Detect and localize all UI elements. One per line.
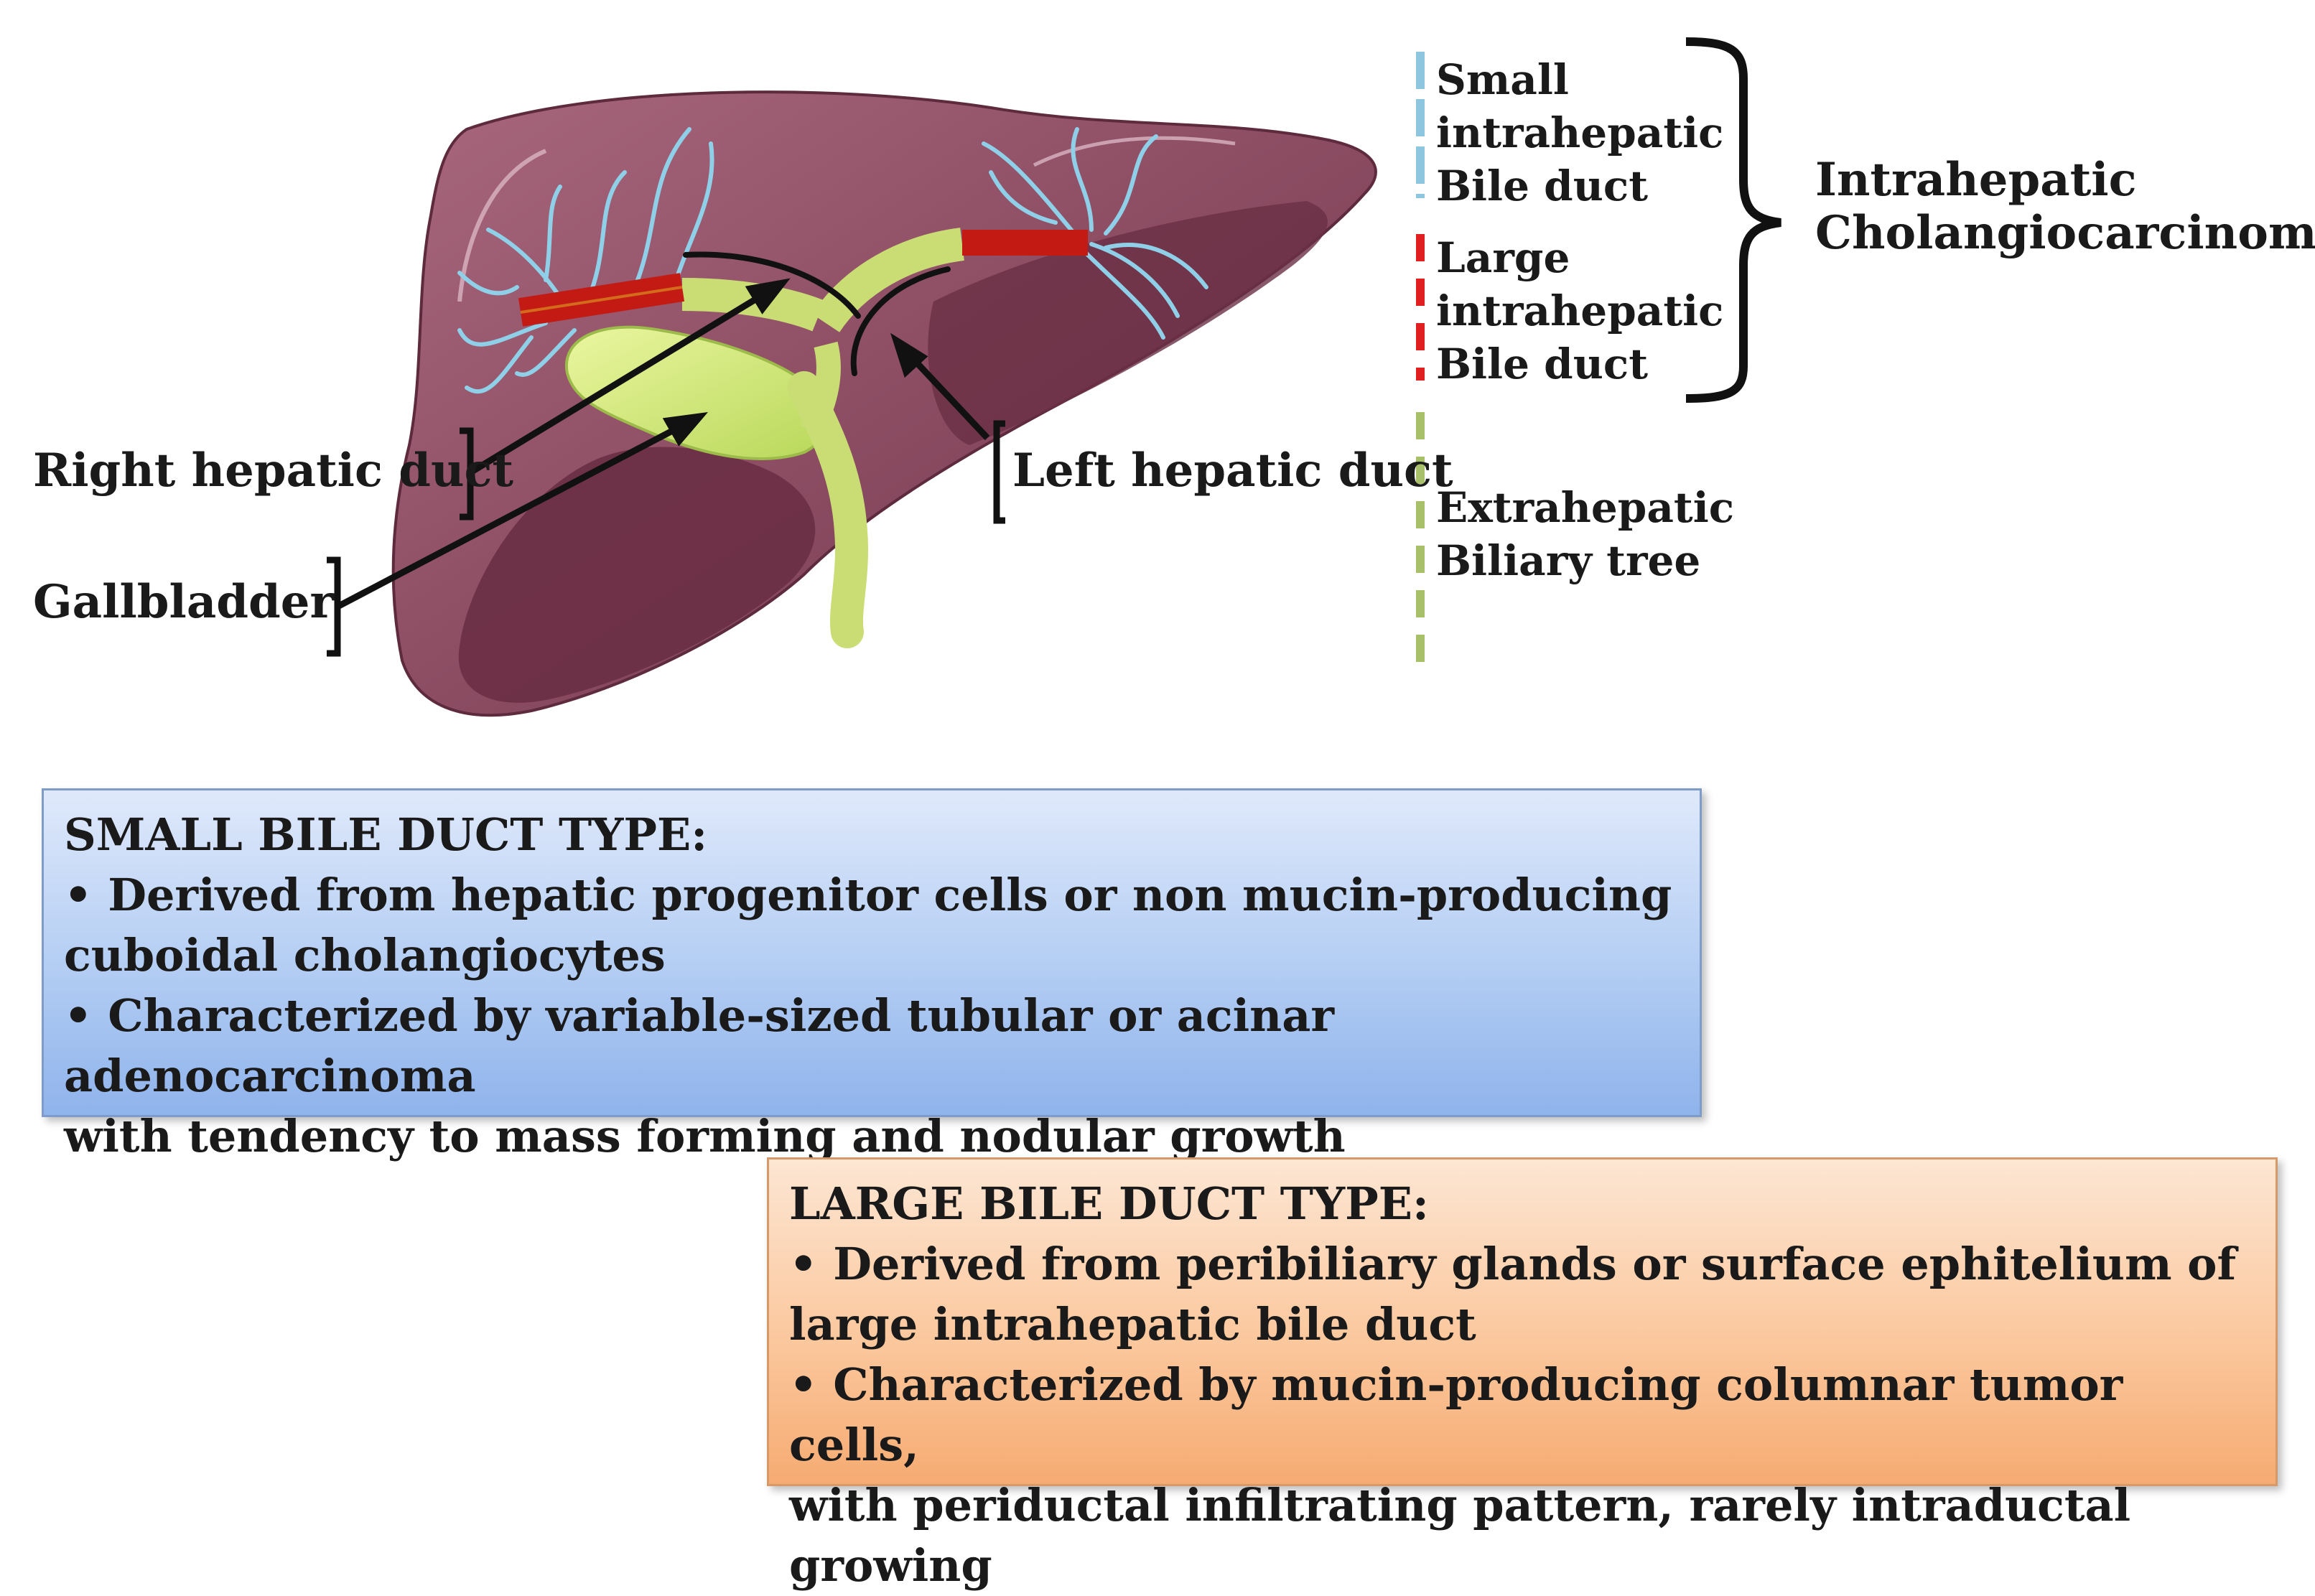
liver-diagram bbox=[327, 37, 1781, 717]
large-bile-duct-type-box: LARGE BILE DUCT TYPE: • Derived from per… bbox=[767, 1157, 2278, 1592]
gallbladder-label: Gallbladder bbox=[33, 575, 335, 629]
legend-extrahepatic: Extrahepatic Biliary tree bbox=[1436, 483, 1735, 585]
small-bile-duct-type-box: SMALL BILE DUCT TYPE: • Derived from hep… bbox=[42, 788, 1702, 1162]
intrahepatic-cholangiocarcinoma-label: Intrahepatic Cholangiocarcinoma bbox=[1815, 153, 2315, 260]
legend-large-duct: Large intrahepatic Bile duct bbox=[1436, 233, 1724, 388]
bile-ducts bbox=[518, 228, 1088, 648]
large-box-line: • Characterized by mucin-producing colum… bbox=[789, 1358, 2123, 1471]
small-box-line: cuboidal cholangiocytes bbox=[64, 929, 666, 981]
pointer-arrows bbox=[335, 278, 990, 610]
large-box-line: • Derived from peribiliary glands or sur… bbox=[789, 1238, 2237, 1290]
legend-brace bbox=[1685, 37, 1781, 403]
small-box-line: • Characterized by variable-sized tubula… bbox=[64, 989, 1335, 1102]
small-box-line: with tendency to mass forming and nodula… bbox=[64, 1110, 1346, 1162]
hilum-arcs bbox=[683, 251, 951, 376]
small-duct-capillaries-left bbox=[457, 127, 714, 394]
left-hepatic-duct-label: Left hepatic duct bbox=[1012, 444, 1453, 498]
small-box-title: SMALL BILE DUCT TYPE: bbox=[64, 808, 708, 861]
small-duct-capillaries-right bbox=[982, 127, 1208, 340]
legend-small-duct: Small intrahepatic Bile duct bbox=[1436, 55, 1724, 210]
right-hepatic-duct-label: Right hepatic duct bbox=[33, 444, 514, 498]
large-box-line: large intrahepatic bile duct bbox=[789, 1298, 1476, 1350]
label-brackets bbox=[327, 420, 1005, 657]
large-box-title: LARGE BILE DUCT TYPE: bbox=[789, 1177, 1429, 1230]
liver bbox=[391, 90, 1377, 717]
small-box-line: • Derived from hepatic progenitor cells … bbox=[64, 869, 1672, 921]
large-box-line: with periductal infiltrating pattern, ra… bbox=[789, 1479, 2131, 1592]
